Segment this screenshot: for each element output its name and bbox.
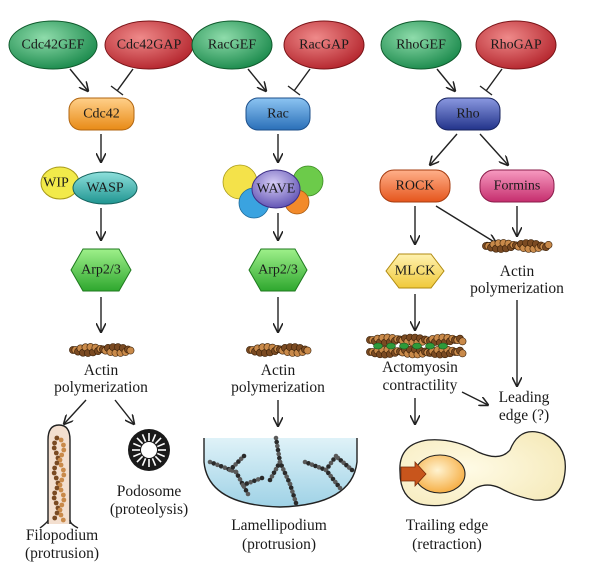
rhogap-node: RhoGAP — [475, 20, 557, 70]
wip-label: WIP — [43, 176, 69, 191]
actin-filament-icon — [482, 239, 553, 253]
actin-label-col2-line1: Actin — [261, 362, 296, 379]
actin-label-col3-line2: polymerization — [470, 280, 564, 297]
migrating-cell-icon — [399, 430, 566, 507]
arrow-racgef-to-rac — [247, 68, 266, 91]
trailing-edge-label-line1: Trailing edge — [406, 517, 489, 534]
leading-edge-label-line2: edge (?) — [499, 407, 549, 424]
arrow-rock-to-actin — [435, 205, 496, 243]
leading-edge-label-line1: Leading — [499, 389, 550, 406]
lamellipodium-icon — [203, 435, 358, 508]
podosome-label-line2: (proteolysis) — [110, 501, 188, 518]
mlck-label: MLCK — [395, 264, 435, 279]
cdc42gef-label: Cdc42GEF — [22, 38, 85, 53]
actin-filament-icon — [246, 343, 312, 357]
actomyosin-label-line1: Actomyosin — [382, 359, 458, 376]
actin-label-col1-line1: Actin — [84, 362, 119, 379]
lamellipodium-label-line2: (protrusion) — [242, 536, 316, 553]
formins-node: Formins — [479, 169, 555, 203]
rac-node: Rac — [245, 97, 311, 131]
inhibit-racgap-to-rac — [287, 68, 311, 96]
rac-label: Rac — [267, 107, 289, 122]
arrow-rho-to-rock — [430, 133, 458, 165]
filopodium-label-line1: Filopodium — [26, 527, 98, 544]
arp23-label-col2: Arp2/3 — [258, 263, 298, 278]
rho-node: Rho — [435, 97, 501, 131]
cdc42gef-node: Cdc42GEF — [8, 20, 98, 70]
cdc42gap-label: Cdc42GAP — [117, 38, 182, 53]
arrow-rhogef-to-rho — [436, 68, 455, 91]
podosome-label-line1: Podosome — [117, 483, 182, 500]
racgef-label: RacGEF — [208, 38, 256, 53]
wasp-node: WASP — [72, 171, 138, 205]
wip-node: WIP — [40, 166, 80, 200]
arp23-node-col2: Arp2/3 — [248, 248, 308, 292]
actomyosin-filament-icon — [366, 333, 467, 359]
lamellipodium-label-line1: Lamellipodium — [231, 517, 327, 534]
racgap-node: RacGAP — [283, 20, 365, 70]
wasp-label: WASP — [86, 181, 124, 196]
rock-label: ROCK — [396, 179, 435, 194]
racgap-label: RacGAP — [299, 38, 349, 53]
rhogap-label: RhoGAP — [490, 38, 542, 53]
arrow-cdc42gef-to-cdc42 — [69, 68, 88, 91]
rhogef-node: RhoGEF — [380, 20, 462, 70]
arp23-label-col1: Arp2/3 — [81, 263, 121, 278]
actomyosin-label-line2: contractility — [383, 377, 458, 394]
trailing-edge-label-line2: (retraction) — [412, 536, 482, 553]
arrow-rho-to-formins — [479, 133, 508, 165]
wave-node: WAVE — [251, 169, 301, 209]
arrow-actomyosin-to-leading-edge — [461, 391, 488, 405]
arrow-actin-to-filopodium — [64, 399, 87, 424]
actin-label-col3-line1: Actin — [500, 263, 535, 280]
mlck-node: MLCK — [385, 253, 445, 289]
actin-label-col2-line2: polymerization — [231, 379, 325, 396]
cdc42gap-node: Cdc42GAP — [104, 20, 194, 70]
arp23-node-col1: Arp2/3 — [70, 248, 132, 292]
inhibit-rhogap-to-rho — [479, 68, 503, 96]
cdc42-label: Cdc42 — [83, 107, 120, 122]
wave-label: WAVE — [257, 182, 296, 197]
rho-label: Rho — [456, 107, 479, 122]
rhogef-label: RhoGEF — [396, 38, 446, 53]
actin-filament-icon — [69, 343, 135, 357]
filopodium-label-line2: (protrusion) — [25, 545, 99, 562]
inhibit-cdc42gap-to-cdc42 — [110, 68, 134, 96]
actin-label-col1-line2: polymerization — [54, 379, 148, 396]
rock-node: ROCK — [379, 169, 451, 203]
podosome-icon — [128, 429, 170, 471]
cdc42-node: Cdc42 — [68, 97, 135, 131]
racgef-node: RacGEF — [191, 20, 273, 70]
arrow-actin-to-podosome — [114, 399, 134, 424]
filopodium-icon — [39, 424, 79, 529]
wave-complex-icon — [222, 164, 324, 219]
formins-label: Formins — [494, 179, 541, 194]
